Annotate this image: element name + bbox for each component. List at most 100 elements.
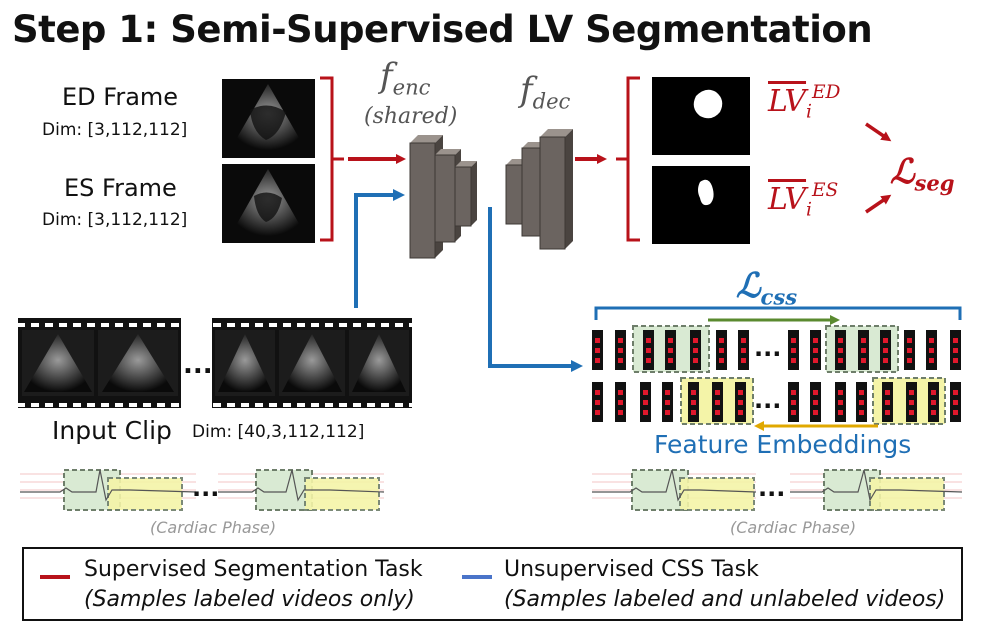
embedding-cell [885, 390, 890, 395]
ed-frame-label: ED Frame [62, 83, 179, 111]
ecg-strip-left [20, 469, 385, 511]
embedding-cell [929, 348, 934, 353]
embedding-cell [643, 410, 648, 415]
embedding-cell [791, 410, 796, 415]
embedding-cell [618, 348, 623, 353]
embedding-cell [931, 400, 936, 405]
embedding-cell [668, 338, 673, 343]
embedding-cell [907, 338, 912, 343]
embedding-cell [953, 390, 958, 395]
legend-box: Supervised Segmentation Task (Samples la… [22, 547, 963, 621]
encoder-block [409, 135, 477, 259]
ed-mask-image [652, 77, 750, 155]
es-frame-dim: Dim: [3,112,112] [42, 210, 188, 230]
embedding-cell [715, 410, 720, 415]
encoder-label: fenc [380, 56, 431, 100]
embedding-row-top [592, 330, 961, 370]
embedding-cell [953, 348, 958, 353]
legend-swatch-supervised [40, 575, 70, 579]
embedding-cell [618, 390, 623, 395]
embedding-cell [643, 400, 648, 405]
embedding-cell [838, 358, 843, 363]
embedding-cell [953, 338, 958, 343]
embedding-cell [595, 390, 600, 395]
embedding-cell [838, 348, 843, 353]
es-mask-image [652, 166, 750, 244]
embedding-cell [693, 338, 698, 343]
embedding-cell [643, 390, 648, 395]
embedding-cell [791, 338, 796, 343]
embedding-cell [909, 400, 914, 405]
embedding-cell [738, 390, 743, 395]
embedding-cell [595, 358, 600, 363]
embedding-cell [838, 400, 843, 405]
ed-output-label: LViED [768, 82, 841, 123]
embedding-cell [883, 338, 888, 343]
legend-unsupervised-note: (Samples labeled and unlabeled videos) [504, 587, 946, 612]
embedding-cell [859, 410, 864, 415]
feature-embeddings-label: Feature Embeddings [654, 430, 912, 459]
es-output-label: LViES [768, 180, 839, 221]
legend-swatch-unsupervised [462, 575, 492, 579]
embedding-cell [861, 338, 866, 343]
input-clip-dim: Dim: [40,3,112,112] [192, 422, 365, 442]
embedding-cell [838, 338, 843, 343]
embedding-cell [665, 400, 670, 405]
embedding-cell [715, 390, 720, 395]
loss-seg-label: ℒseg [890, 152, 955, 196]
embedding-cell [595, 410, 600, 415]
embedding-cell [953, 358, 958, 363]
embedding-cell [909, 390, 914, 395]
es-frame-image [222, 164, 315, 243]
embedding-cell [791, 390, 796, 395]
embed-ellipsis-top: ... [754, 334, 782, 362]
embedding-cell [861, 348, 866, 353]
ecg-strip-right [592, 469, 963, 511]
embedding-cell [883, 348, 888, 353]
embedding-cell [931, 390, 936, 395]
css-bracket [594, 306, 962, 320]
embedding-cell [719, 358, 724, 363]
embed-ellipsis-bottom: ... [754, 386, 782, 414]
embedding-cell [791, 358, 796, 363]
embedding-cell [929, 358, 934, 363]
page-title: Step 1: Semi-Supervised LV Segmentation [12, 8, 873, 51]
blue-arrow-clip-to-encoder [354, 189, 405, 308]
embedding-cell [646, 338, 651, 343]
embedding-cell [719, 348, 724, 353]
ed-frame-image [222, 79, 315, 158]
input-clip-label: Input Clip [52, 416, 172, 445]
cardiac-phase-right: (Cardiac Phase) [730, 518, 857, 537]
input-clip-filmstrip [18, 318, 412, 408]
embedding-cell [691, 390, 696, 395]
embedding-cell [665, 390, 670, 395]
embedding-cell [738, 410, 743, 415]
embedding-cell [813, 410, 818, 415]
embedding-cell [646, 348, 651, 353]
embedding-cell [861, 358, 866, 363]
cardiac-phase-left: (Cardiac Phase) [150, 518, 277, 537]
embedding-cell [838, 390, 843, 395]
es-frame-label: ES Frame [64, 174, 177, 202]
embedding-cell [665, 410, 670, 415]
blue-arrow-encoder-to-embeddings [488, 207, 583, 372]
embedding-cell [859, 400, 864, 405]
ecg-ellipsis-right: ... [758, 474, 786, 502]
loss-css-label: ℒcss [736, 266, 798, 310]
embedding-cell [693, 348, 698, 353]
embedding-cell [885, 410, 890, 415]
embedding-cell [668, 358, 673, 363]
decoder-label: fdec [520, 70, 571, 114]
embedding-cell [813, 390, 818, 395]
embedding-cell [595, 400, 600, 405]
embedding-cell [738, 400, 743, 405]
embedding-cell [618, 410, 623, 415]
clip-ellipsis: ... [183, 350, 213, 380]
embedding-cell [715, 400, 720, 405]
embedding-cell [929, 338, 934, 343]
embedding-cell [719, 338, 724, 343]
embedding-cell [668, 348, 673, 353]
embedding-cell [691, 410, 696, 415]
